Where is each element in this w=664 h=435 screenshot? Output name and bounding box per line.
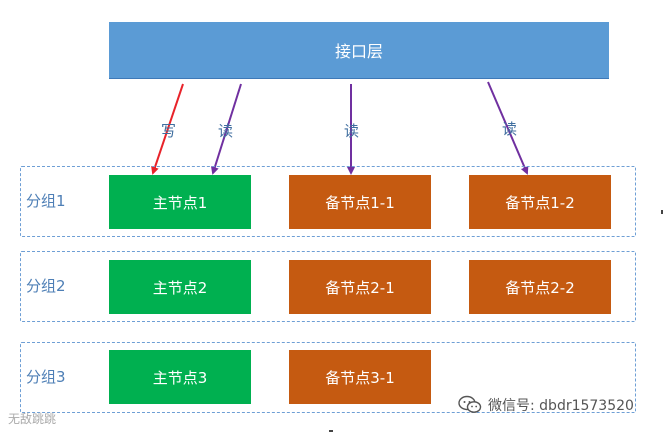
slave-node-2-1: 备节点2-1 <box>289 260 431 314</box>
write-arrow <box>151 83 184 175</box>
slave-node-1-2-label: 备节点1-2 <box>505 193 575 212</box>
group-2-label: 分组2 <box>26 277 66 295</box>
group-3-box <box>20 342 636 413</box>
group-1-box <box>20 166 636 237</box>
edge-mark-bottom <box>329 430 333 432</box>
slave-node-1-1: 备节点1-1 <box>289 175 431 229</box>
slave-node-3-1-label: 备节点3-1 <box>325 368 395 387</box>
watermark-right-label: 微信号: dbdr1573520 <box>488 398 634 414</box>
write-label: 写 <box>161 122 177 140</box>
read-label-2: 读 <box>344 122 360 140</box>
slave-node-3-1: 备节点3-1 <box>289 350 431 404</box>
master-node-2-label: 主节点2 <box>152 278 208 297</box>
read-label-1: 读 <box>218 122 234 140</box>
slave-node-2-1-label: 备节点2-1 <box>325 278 395 297</box>
read-arrow-master-1 <box>210 83 242 175</box>
slave-node-2-2-label: 备节点2-2 <box>505 278 575 297</box>
interface-layer-label: 接口层 <box>334 42 383 61</box>
master-node-2: 主节点2 <box>109 260 251 314</box>
group-2-box <box>20 251 636 322</box>
watermark-left: 无敌跳跳 <box>8 412 57 426</box>
slave-node-1-1-label: 备节点1-1 <box>325 193 395 212</box>
master-node-3-label: 主节点3 <box>152 368 208 387</box>
interface-layer-box: 接口层 <box>109 22 609 79</box>
master-node-1-label: 主节点1 <box>152 193 208 212</box>
group-3-label: 分组3 <box>26 368 66 386</box>
master-node-1: 主节点1 <box>109 175 251 229</box>
slave-node-2-2: 备节点2-2 <box>469 260 611 314</box>
wechat-icon <box>458 395 482 413</box>
read-arrow-slave-1-2 <box>487 81 529 175</box>
group-1-label: 分组1 <box>26 192 66 210</box>
edge-mark-right <box>661 210 663 214</box>
slave-node-1-2: 备节点1-2 <box>469 175 611 229</box>
master-node-3: 主节点3 <box>109 350 251 404</box>
read-label-3: 读 <box>502 120 518 138</box>
watermark-right: 微信号: dbdr1573520 <box>458 395 634 415</box>
